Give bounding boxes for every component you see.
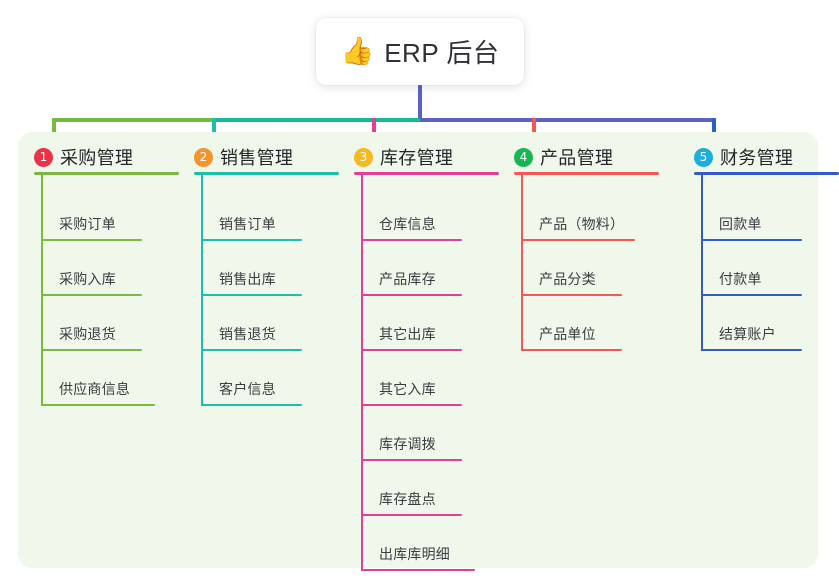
leaf-item[interactable]: 采购订单: [41, 194, 159, 249]
branch-header-4[interactable]: 4 产品管理: [514, 144, 613, 170]
leaf-item-label: 库存盘点: [379, 491, 436, 507]
branch-spine: [521, 175, 523, 351]
leaf-underline: [201, 294, 302, 296]
root-trunk-line: [418, 85, 422, 122]
leaf-underline: [521, 294, 622, 296]
leaf-underline: [201, 349, 302, 351]
root-title: ERP 后台: [384, 38, 500, 68]
leaf-item[interactable]: 采购入库: [41, 249, 159, 304]
branch-title: 库存管理: [380, 148, 454, 168]
leaf-item-label: 采购退货: [59, 326, 116, 342]
branch-spine: [201, 175, 203, 406]
branches-panel: 1 采购管理采购订单采购入库采购退货供应商信息 2 销售管理销售订单销售出库销售退货客…: [18, 132, 839, 571]
leaf-item[interactable]: 客户信息: [201, 359, 319, 414]
branch-header-3[interactable]: 3 库存管理: [354, 144, 453, 170]
leaf-item[interactable]: 库存调拨: [361, 414, 479, 469]
leaf-underline: [361, 349, 462, 351]
leaf-item-label: 付款单: [719, 271, 762, 287]
leaf-underline: [361, 514, 462, 516]
leaf-item[interactable]: 采购退货: [41, 304, 159, 359]
leaf-underline: [41, 349, 142, 351]
branch-number-badge: 3: [354, 147, 373, 167]
leaf-item-label: 销售订单: [219, 216, 276, 232]
leaf-item-label: 其它入库: [379, 381, 436, 397]
branch-underline: [34, 172, 179, 175]
branch-header-1[interactable]: 1 采购管理: [34, 144, 133, 170]
leaf-underline: [41, 239, 142, 241]
branch-number-badge: 1: [34, 147, 53, 167]
branch-header-5[interactable]: 5 财务管理: [694, 144, 793, 170]
leaf-item-label: 采购入库: [59, 271, 116, 287]
leaf-item[interactable]: 仓库信息: [361, 194, 479, 249]
branch-spine: [41, 175, 43, 406]
leaf-underline: [521, 239, 635, 241]
leaf-item[interactable]: 销售退货: [201, 304, 319, 359]
leaf-item[interactable]: 结算账户: [701, 304, 819, 359]
branch-underline: [354, 172, 499, 175]
branch-underline: [694, 172, 839, 175]
branch-title: 采购管理: [60, 148, 134, 168]
leaf-underline: [201, 239, 302, 241]
leaf-underline: [361, 239, 462, 241]
leaf-item-label: 其它出库: [379, 326, 436, 342]
leaf-item-label: 销售退货: [219, 326, 276, 342]
leaf-underline: [701, 349, 802, 351]
thumbs-up-icon: 👍: [340, 36, 375, 67]
leaf-item-label: 出库库明细: [379, 546, 450, 562]
leaf-item[interactable]: 其它入库: [361, 359, 479, 414]
leaf-underline: [701, 239, 802, 241]
leaf-item[interactable]: 销售出库: [201, 249, 319, 304]
leaf-underline: [361, 294, 462, 296]
leaf-underline: [41, 404, 155, 406]
leaf-item-label: 产品（物料）: [539, 216, 625, 232]
branch-spine: [361, 175, 363, 571]
branch-title: 产品管理: [540, 148, 614, 168]
root-node[interactable]: 👍 ERP 后台: [316, 18, 524, 85]
leaf-item-label: 结算账户: [719, 326, 776, 342]
leaf-item[interactable]: 付款单: [701, 249, 819, 304]
branch-title: 销售管理: [220, 148, 294, 168]
branch-header-2[interactable]: 2 销售管理: [194, 144, 293, 170]
branch-bar-segment-mid: [214, 118, 420, 122]
leaf-item-label: 仓库信息: [379, 216, 436, 232]
leaf-underline: [41, 294, 142, 296]
leaf-item[interactable]: 回款单: [701, 194, 819, 249]
leaf-underline: [521, 349, 622, 351]
leaf-underline: [361, 569, 475, 571]
leaf-item-label: 供应商信息: [59, 381, 130, 397]
leaf-underline: [361, 459, 462, 461]
branch-bar-segment-left: [52, 118, 214, 122]
leaf-item[interactable]: 产品单位: [521, 304, 639, 359]
branch-number-badge: 4: [514, 147, 533, 167]
leaf-item[interactable]: 产品（物料）: [521, 194, 639, 249]
branch-title: 财务管理: [720, 148, 794, 168]
branch-bar-segment-right: [420, 118, 716, 122]
leaf-item[interactable]: 库存盘点: [361, 469, 479, 524]
leaf-item[interactable]: 销售订单: [201, 194, 319, 249]
leaf-item-label: 销售出库: [219, 271, 276, 287]
leaf-underline: [201, 404, 302, 406]
leaf-item[interactable]: 产品分类: [521, 249, 639, 304]
leaf-item-label: 采购订单: [59, 216, 116, 232]
leaf-item-label: 回款单: [719, 216, 762, 232]
branch-number-badge: 2: [194, 147, 213, 167]
leaf-underline: [361, 404, 462, 406]
branch-number-badge: 5: [694, 147, 713, 167]
leaf-item-label: 客户信息: [219, 381, 276, 397]
leaf-item[interactable]: 供应商信息: [41, 359, 159, 414]
leaf-item[interactable]: 产品库存: [361, 249, 479, 304]
leaf-item[interactable]: 出库库明细: [361, 524, 479, 579]
branch-underline: [194, 172, 339, 175]
leaf-item-label: 产品库存: [379, 271, 436, 287]
leaf-item-label: 产品单位: [539, 326, 596, 342]
leaf-item-label: 库存调拨: [379, 436, 436, 452]
leaf-underline: [701, 294, 802, 296]
leaf-item[interactable]: 其它出库: [361, 304, 479, 359]
branch-underline: [514, 172, 659, 175]
leaf-item-label: 产品分类: [539, 271, 596, 287]
branch-spine: [701, 175, 703, 351]
